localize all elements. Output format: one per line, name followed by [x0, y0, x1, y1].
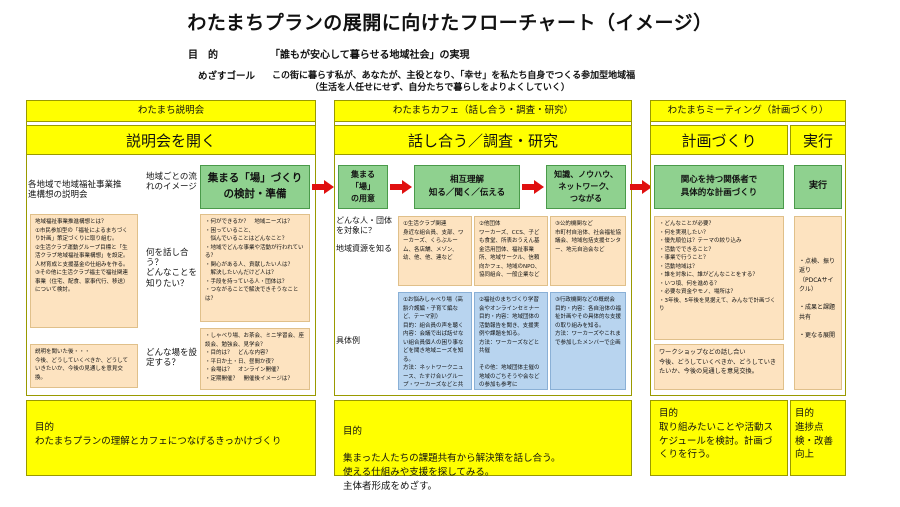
col3-purpose-box-execute: 目的 進捗点検・改善向上	[790, 400, 846, 476]
col3-peach-review: ・点検、振り返り （PDCAサイクル） ・成果と課題共有 ・更なる展開	[794, 216, 842, 390]
col1-peach-questions: ・何ができるか？ 地域ニーズは？ ・困っていること、 悩んでいることはどんなこと…	[200, 214, 310, 322]
col3-purpose-label-execute: 目的	[795, 408, 815, 419]
col1-purpose-box: 目的 わたまちプランの理解とカフェにつなげるきっかけづくり	[26, 400, 316, 476]
col1-side-label-venue: どんな場を設定する？	[146, 348, 198, 369]
purpose-value: 「誰もが安心して暮らせる地域社会」の実現	[270, 50, 470, 61]
col2-green-place: 集まる 「場」 の用意	[338, 165, 388, 209]
col1-green-prep: 集まる「場」づくり の検討・準備	[200, 165, 310, 209]
goal-line-1: この街に暮らす私が、あなたが、主役となり、「幸せ」を私たち自身でつくる参加型地域…	[272, 71, 636, 81]
col1-peach-concept: 地域福祉事業推進構想とは？ ①市民参加型の「福祉によるまちづくり計画」策定づくり…	[30, 214, 138, 328]
col3-purpose-label-plan: 目的	[659, 408, 679, 419]
col3-subheader-execute: 実行	[790, 125, 846, 155]
col2-purpose-text: 集まった人たちの課題共有から解決策を話し合う。 使える仕組みや支援を探してみる。…	[343, 453, 561, 492]
goal-label: めざすゴール	[198, 71, 256, 82]
col2-side-label-examples: 具体例	[336, 336, 360, 345]
col2-purpose-box: 目的 集まった人たちの課題共有から解決策を話し合う。 使える仕組みや支援を探して…	[334, 400, 632, 492]
col3-header: わたまちミーティング（計画づくり）	[650, 100, 846, 122]
col3-purpose-box-plan: 目的 取り組みたいことや活動スケジュールを検討。計画づくりを行う。	[650, 400, 788, 476]
col2-peach-public: ③公的機関など 市町村自治体、社会福祉協議会、地域包括支援センター、地元自治会な…	[550, 216, 626, 286]
page-title: わたまちプランの展開に向けたフローチャート（イメージ）	[187, 12, 713, 34]
col1-peach-venue: ・しゃべり場、お茶会、ミニ学習会、座談会、勉強会、見学会？ ・目的は？ どんな内…	[200, 328, 310, 390]
col2-subheader: 話し合う／調査・研究	[334, 125, 632, 155]
col2-side-label-resources: 地域資源を知る	[336, 244, 392, 253]
col3-purpose-text-plan: 取り組みたいことや活動スケジュールを検討。計画づくりを行う。	[659, 421, 774, 461]
col1-header: わたまち説明会	[26, 100, 316, 122]
col2-peach-coop: ①生活クラブ関連 身近な組合員、支部、ワーカーズ、くらぶルーム、各店舗、メゾン、…	[398, 216, 472, 286]
col2-blue-briefing: ③行政機関などの概説会 目的・内容：各自治体の福祉計画やその具体的な支援の取り組…	[550, 292, 626, 390]
col3-green-execute: 実行	[794, 165, 842, 209]
col3-green-plan: 関心を持つ関係者で 具体的な計画づくり	[654, 165, 784, 209]
col2-green-network: 知識、ノウハウ、 ネットワーク、 つながる	[546, 165, 626, 209]
arrow-right-icon	[522, 180, 544, 194]
col2-purpose-label: 目的	[343, 425, 363, 437]
col2-blue-seminar: ②福祉のまちづくり学習会やオンラインセミナー 目的・内容：地域団体の活動報告を聞…	[474, 292, 548, 390]
col1-side-label-topics: 何を話し合う？ どんなことを知りたい？	[146, 248, 198, 289]
arrow-right-icon	[630, 180, 652, 194]
col1-purpose-text: わたまちプランの理解とカフェにつなげるきっかけづくり	[35, 435, 282, 447]
col3-peach-plan: ・どんなことが必要？ ・何を実現したい？ ・優先順位は？テーマの絞り込み ・活動…	[654, 216, 784, 340]
goal-line-2: （生活を人任せにせず、自分たちで暮らしをよりよくしていく）	[310, 83, 570, 93]
purpose-label: 目 的	[188, 50, 218, 61]
arrow-right-icon	[312, 180, 334, 194]
col1-subheader: 説明会を開く	[26, 125, 316, 155]
col2-green-understanding: 相互理解 知る／聞く／伝える	[414, 165, 520, 209]
col2-side-label-target: どんな人・団体を対象に？	[336, 216, 392, 235]
col3-peach-workshop: ワークショップなどの話し合い 今後、どうしていくべきか、どうしていきたいか、今後…	[654, 344, 784, 390]
col3-subheader-plan: 計画づくり	[650, 125, 788, 155]
col3-purpose-text-execute: 進捗点検・改善向上	[795, 421, 834, 461]
col1-peach-after: 説明を聞いた後・・・ 今後、どうしていくべきか、どうしていきたいか、今後の見通し…	[30, 344, 138, 388]
col2-peach-other-orgs: ②他団体 ワーカーズ、CCS、子ども食堂、所表おうえん基金活用団体、福祉事業所、…	[474, 216, 548, 286]
col1-intro: 各地域で地域福祉事業推進構想の説明会	[28, 180, 122, 201]
arrow-right-icon	[390, 180, 412, 194]
col2-blue-talk: ①お悩みしゃべり場（高齢介護編・子育て編など、テーマ別） 目的：組合員の声を聴く…	[398, 292, 472, 390]
col2-header: わたまちカフェ（話し合う・調査・研究）	[334, 100, 632, 122]
col1-side-label-flow: 地域ごとの流れのイメージ	[146, 172, 197, 193]
col1-purpose-label: 目的	[35, 422, 55, 433]
